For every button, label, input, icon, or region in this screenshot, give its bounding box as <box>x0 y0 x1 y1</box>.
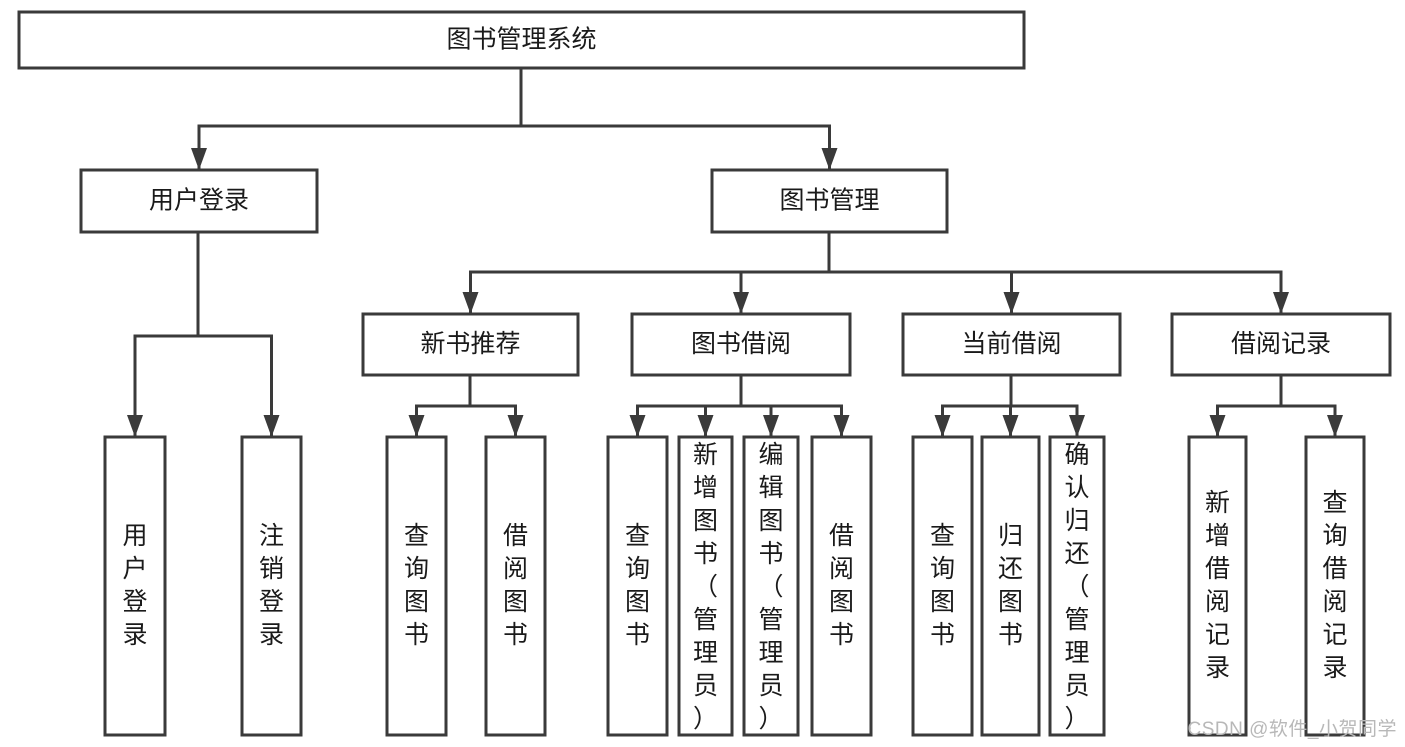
node-box-leaf-borrow-book[interactable] <box>810 435 873 737</box>
node-label-leaf-return-book: 归还图书 <box>998 522 1023 649</box>
node-leaf-add-borrow-record[interactable]: 新增借阅记录 <box>1187 435 1248 737</box>
node-box-book-management[interactable] <box>710 168 949 234</box>
node-borrow-record[interactable]: 借阅记录 <box>1170 312 1392 377</box>
node-leaf-return-book[interactable]: 归还图书 <box>980 435 1041 737</box>
node-label-leaf-borrow-book-rec: 借阅图书 <box>503 522 528 649</box>
node-box-leaf-query-book-current[interactable] <box>911 435 974 737</box>
node-leaf-confirm-return-admin[interactable]: 确认归还（管理员） <box>1048 435 1106 737</box>
node-label-leaf-confirm-return-admin: 确认归还（管理员） <box>1064 441 1089 733</box>
node-box-user-login[interactable] <box>79 168 319 234</box>
node-label-leaf-query-borrow-record: 查询借阅记录 <box>1322 489 1347 682</box>
node-box-leaf-user-login[interactable] <box>103 435 167 737</box>
csdn-watermark: CSDN @软件_小贺同学 <box>1187 719 1397 740</box>
connector-borrow-record-to-leaves <box>1209 373 1343 439</box>
node-leaf-add-book-admin[interactable]: 新增图书（管理员） <box>677 435 734 737</box>
node-box-leaf-edit-book-admin[interactable] <box>742 435 800 737</box>
node-leaf-query-book-rec[interactable]: 查询图书 <box>385 435 448 737</box>
node-box-leaf-query-book-rec[interactable] <box>385 435 448 737</box>
connector-current-borrow-to-leaves <box>934 373 1085 439</box>
node-label-leaf-query-book-rec: 查询图书 <box>404 522 429 649</box>
node-label-leaf-query-book-current: 查询图书 <box>930 522 955 649</box>
node-box-leaf-add-borrow-record[interactable] <box>1187 435 1248 737</box>
node-label-user-login: 用户登录 <box>149 187 249 215</box>
node-book-management[interactable]: 图书管理 <box>710 168 949 234</box>
node-box-leaf-borrow-book-rec[interactable] <box>484 435 547 737</box>
node-current-borrow[interactable]: 当前借阅 <box>901 312 1122 377</box>
node-new-book-recommend[interactable]: 新书推荐 <box>361 312 580 377</box>
node-leaf-query-borrow-record[interactable]: 查询借阅记录 <box>1304 435 1366 737</box>
node-box-leaf-confirm-return-admin[interactable] <box>1048 435 1106 737</box>
node-label-leaf-edit-book-admin: 编辑图书（管理员） <box>758 441 783 733</box>
node-leaf-query-book-current[interactable]: 查询图书 <box>911 435 974 737</box>
node-box-leaf-add-book-admin[interactable] <box>677 435 734 737</box>
node-layer: 图书管理系统用户登录图书管理新书推荐图书借阅当前借阅借阅记录用户登录注销登录查询… <box>17 10 1392 737</box>
node-leaf-user-login[interactable]: 用户登录 <box>103 435 167 737</box>
node-box-leaf-query-borrow-record[interactable] <box>1304 435 1366 737</box>
connector-book-management-to-level3 <box>462 230 1289 316</box>
node-label-leaf-user-login: 用户登录 <box>122 522 147 649</box>
node-label-book-borrow: 图书借阅 <box>691 330 791 358</box>
node-box-root[interactable] <box>17 10 1026 70</box>
node-label-leaf-query-book-borrow: 查询图书 <box>625 522 650 649</box>
node-box-new-book-recommend[interactable] <box>361 312 580 377</box>
node-label-leaf-add-borrow-record: 新增借阅记录 <box>1205 489 1230 682</box>
node-leaf-borrow-book[interactable]: 借阅图书 <box>810 435 873 737</box>
node-label-leaf-logout: 注销登录 <box>259 522 284 649</box>
node-label-new-book-recommend: 新书推荐 <box>420 330 520 358</box>
node-box-borrow-record[interactable] <box>1170 312 1392 377</box>
node-leaf-borrow-book-rec[interactable]: 借阅图书 <box>484 435 547 737</box>
node-user-login[interactable]: 用户登录 <box>79 168 319 234</box>
connector-root-to-level2 <box>191 66 838 172</box>
node-label-book-management: 图书管理 <box>779 187 879 215</box>
node-box-leaf-query-book-borrow[interactable] <box>606 435 669 737</box>
node-root[interactable]: 图书管理系统 <box>17 10 1026 70</box>
connector-book-borrow-to-leaves <box>629 373 850 439</box>
node-box-book-borrow[interactable] <box>630 312 852 377</box>
node-label-current-borrow: 当前借阅 <box>961 330 1061 358</box>
node-label-borrow-record: 借阅记录 <box>1231 330 1331 358</box>
node-book-borrow[interactable]: 图书借阅 <box>630 312 852 377</box>
node-box-current-borrow[interactable] <box>901 312 1122 377</box>
connector-new-book-recommend-to-leaves <box>408 373 524 439</box>
node-label-leaf-borrow-book: 借阅图书 <box>829 522 854 649</box>
node-label-leaf-add-book-admin: 新增图书（管理员） <box>693 441 718 733</box>
node-box-leaf-logout[interactable] <box>240 435 303 737</box>
connector-user-login-to-leaves <box>127 230 280 439</box>
node-label-root: 图书管理系统 <box>446 26 596 54</box>
node-box-leaf-return-book[interactable] <box>980 435 1041 737</box>
node-leaf-edit-book-admin[interactable]: 编辑图书（管理员） <box>742 435 800 737</box>
node-leaf-logout[interactable]: 注销登录 <box>240 435 303 737</box>
connector-layer <box>127 66 1343 439</box>
node-leaf-query-book-borrow[interactable]: 查询图书 <box>606 435 669 737</box>
